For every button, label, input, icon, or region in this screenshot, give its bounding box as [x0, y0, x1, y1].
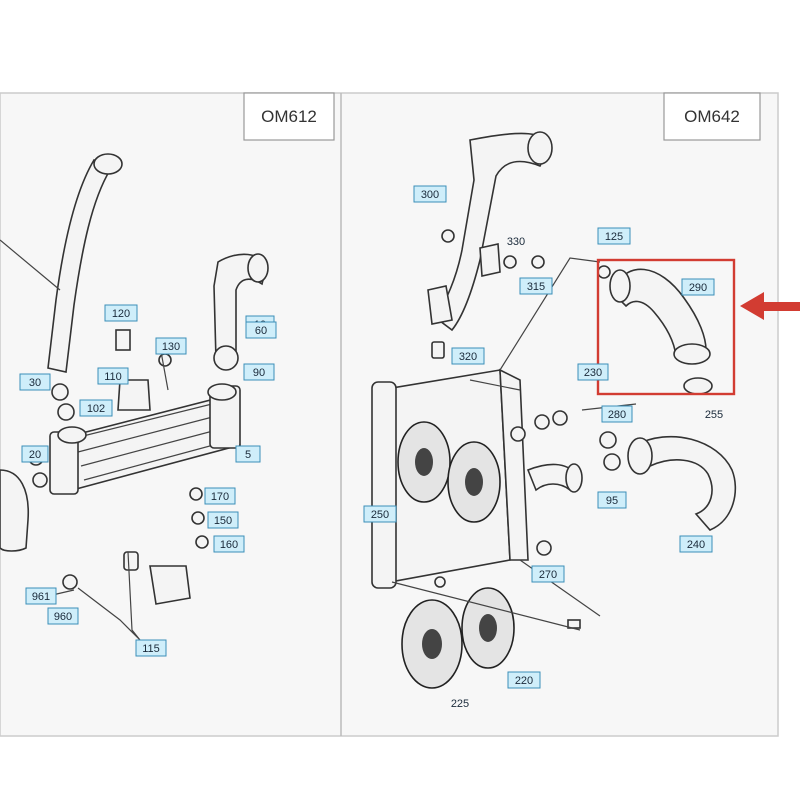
svg-text:961: 961	[32, 591, 50, 603]
svg-text:30: 30	[29, 377, 41, 389]
svg-text:315: 315	[527, 281, 545, 293]
callout-115: 115	[135, 639, 167, 657]
left-panel-title: OM612	[261, 107, 317, 126]
right-panel-drawing	[371, 131, 737, 689]
svg-text:90: 90	[253, 367, 265, 379]
svg-text:95: 95	[606, 495, 618, 507]
callout-labels: 120 10 110 130 30 60 102 20 5 170 150 16…	[19, 185, 723, 710]
svg-text:280: 280	[608, 409, 626, 421]
svg-text:220: 220	[515, 675, 533, 687]
callout-170: 170	[204, 487, 236, 505]
svg-text:150: 150	[214, 515, 232, 527]
svg-text:102: 102	[87, 403, 105, 415]
callout-330: 330	[507, 236, 525, 248]
left-panel-drawing	[0, 153, 269, 641]
callout-320: 320	[451, 347, 485, 365]
callout-230: 230	[577, 363, 609, 381]
red-arrow-icon	[740, 292, 800, 320]
callout-60: 60	[245, 321, 277, 339]
callout-960: 960	[47, 607, 79, 625]
right-panel-title: OM642	[684, 107, 740, 126]
svg-text:320: 320	[459, 351, 477, 363]
pipe-end-top	[93, 153, 123, 175]
callout-130: 130	[155, 337, 187, 355]
callout-315: 315	[519, 277, 553, 295]
svg-text:240: 240	[687, 539, 705, 551]
callout-110: 110	[97, 367, 129, 385]
callout-120: 120	[104, 304, 138, 322]
callout-290: 290	[681, 278, 715, 296]
svg-text:120: 120	[112, 308, 130, 320]
left-panel-header: OM612	[243, 92, 335, 141]
svg-text:5: 5	[245, 449, 251, 461]
right-panel-header: OM642	[663, 92, 761, 141]
callout-961: 961	[25, 587, 57, 605]
svg-text:125: 125	[605, 231, 623, 243]
svg-text:130: 130	[162, 341, 180, 353]
callout-160: 160	[213, 535, 245, 553]
svg-text:250: 250	[371, 509, 389, 521]
charge-pipe-left	[47, 158, 112, 373]
callout-95: 95	[597, 491, 627, 509]
callout-270: 270	[531, 565, 565, 583]
svg-text:960: 960	[54, 611, 72, 623]
svg-text:170: 170	[211, 491, 229, 503]
callout-220: 220	[507, 671, 541, 689]
hose-end	[247, 253, 269, 283]
callout-90-final: 90	[243, 363, 275, 381]
callout-102: 102	[79, 399, 113, 417]
svg-text:160: 160	[220, 539, 238, 551]
bracket-left	[0, 469, 30, 552]
callout-150: 150	[207, 511, 239, 529]
lower-hose-240	[632, 435, 737, 531]
svg-text:20: 20	[29, 449, 41, 461]
svg-text:300: 300	[421, 189, 439, 201]
svg-text:110: 110	[104, 371, 122, 383]
sensor-part	[115, 329, 131, 351]
callout-255: 255	[705, 409, 723, 421]
callout-250: 250	[363, 505, 397, 523]
callout-125: 125	[597, 227, 631, 245]
callout-30: 30	[19, 373, 51, 391]
outlet-hose-left	[213, 253, 267, 361]
callout-240: 240	[679, 535, 713, 553]
highlight-box	[596, 258, 736, 396]
svg-text:115: 115	[142, 643, 160, 655]
svg-text:230: 230	[584, 367, 602, 379]
callout-5: 5	[235, 445, 261, 463]
highlight-annotation	[596, 258, 800, 396]
svg-text:60: 60	[255, 325, 267, 337]
callout-225: 225	[451, 698, 469, 710]
svg-text:270: 270	[539, 569, 557, 581]
callout-20: 20	[21, 445, 49, 463]
callout-300: 300	[413, 185, 447, 203]
svg-text:290: 290	[689, 282, 707, 294]
callout-280: 280	[601, 405, 633, 423]
